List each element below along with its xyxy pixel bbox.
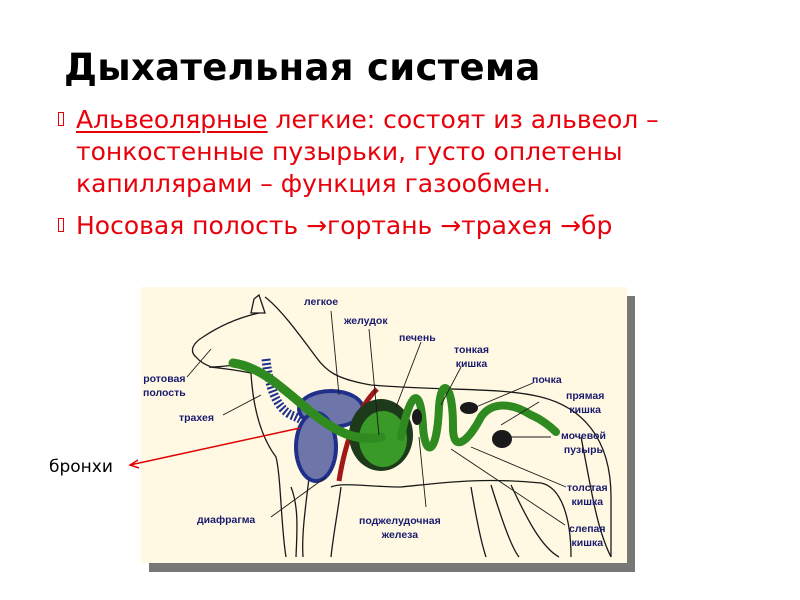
bullet-box-icon bbox=[58, 112, 64, 126]
label-pancreas: поджелудочная железа bbox=[359, 515, 441, 541]
label-large-intestine: толстая кишка bbox=[567, 482, 608, 508]
bullet-airway-path: Носовая полость →гортань →трахея →бр bbox=[56, 210, 716, 242]
bullet-text: легкие: состоят из альвеол – тонкостенны… bbox=[76, 105, 659, 198]
slide-title: Дыхательная система bbox=[64, 46, 541, 89]
bullet-alveolar-lungs: Альвеолярные легкие: состоят из альвеол … bbox=[56, 104, 716, 200]
label-small-intestine: тонкая кишка bbox=[454, 344, 489, 370]
bullet-list: Альвеолярные легкие: состоят из альвеол … bbox=[56, 104, 716, 252]
label-kidney: почка bbox=[532, 374, 562, 386]
label-stomach: желудок bbox=[344, 315, 388, 327]
label-cecum: слепая кишка bbox=[569, 523, 606, 549]
label-rectum: прямая кишка bbox=[566, 390, 605, 416]
label-oral-cavity: ротовая полость bbox=[143, 373, 186, 399]
underlined-term: Альвеолярные bbox=[76, 105, 268, 134]
label-trachea: трахея bbox=[179, 412, 214, 424]
label-bladder: мочевой пузырь bbox=[561, 430, 606, 456]
dog-anatomy-drawing bbox=[186, 293, 612, 558]
bullet-text: Носовая полость →гортань →трахея →бр bbox=[76, 211, 613, 240]
dog-anatomy-diagram: ротовая полость трахея легкое желудок пе… bbox=[141, 287, 627, 563]
label-liver: печень bbox=[399, 332, 436, 344]
label-diaphragm: диафрагма bbox=[197, 514, 256, 526]
label-lung: легкое bbox=[304, 296, 339, 308]
bullet-box-icon bbox=[58, 218, 64, 232]
bronchi-label: бронхи bbox=[49, 457, 113, 477]
